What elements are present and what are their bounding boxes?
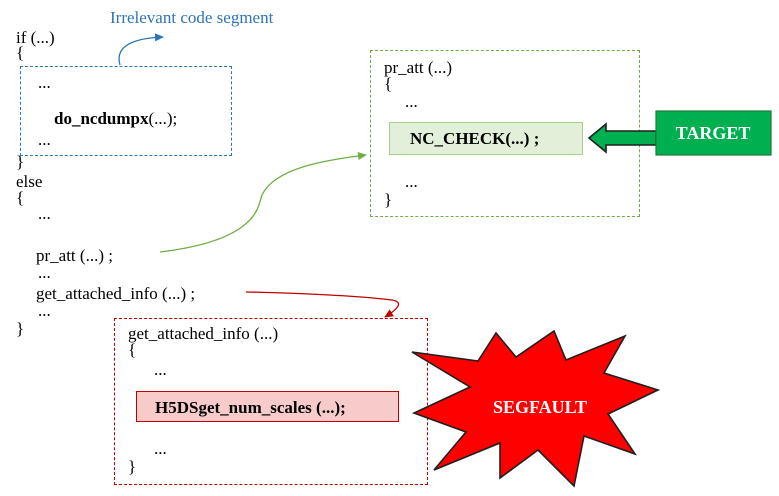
ellipsis-3: ... [38,204,51,223]
get-attached-info-close-brace: } [128,457,137,476]
get-attached-info-call: get_attached_info (...) ; [36,284,196,303]
call-ncdumpx-args: (...); [148,109,178,128]
annotation-label: Irrelevant code segment [110,8,274,27]
close-brace-2: } [16,319,25,338]
call-ncdumpx: do_ncdumpx(...); [54,110,177,127]
close-brace-1: } [16,152,25,171]
crash-statement-box [136,391,399,422]
call-ncdumpx-name: do_ncdumpx [54,109,149,128]
segfault-label-text: SEGFAULT [493,397,587,417]
target-statement-box [389,122,583,155]
else-line: else [16,172,43,191]
annotation-arrow [118,33,164,66]
pr-att-close-brace: } [384,190,393,209]
get-attached-info-call-arrow [245,291,400,318]
target-label-text: TARGET [676,123,751,143]
pr-att-signature: pr_att (...) [384,58,452,77]
get-attached-info-open-brace: { [128,340,137,359]
pr-att-call-arrow [159,151,367,253]
if-line: if (...) [16,28,55,47]
target-arrow [587,122,657,154]
get-attached-info-signature: get_attached_info (...) [128,324,279,343]
ellipsis-2: ... [38,130,51,149]
target-statement: NC_CHECK(...) ; [410,129,540,148]
crash-statement: H5DSget_num_scales (...); [155,398,346,417]
ellipsis-1: ... [38,73,51,92]
pr-att-call: pr_att (...) ; [36,246,113,265]
target-label-box [655,110,772,156]
pr-att-ellipsis-2: ... [405,172,418,191]
ellipsis-5: ... [38,301,51,320]
open-brace-1: { [16,43,25,62]
ellipsis-4: ... [38,263,51,282]
get-attached-info-ellipsis-1: ... [154,360,167,379]
open-brace-2: { [16,188,25,207]
pr-att-open-brace: { [384,74,393,93]
pr-att-ellipsis-1: ... [405,92,418,111]
irrelevant-code-box [20,66,232,156]
get-attached-info-ellipsis-2: ... [154,439,167,458]
get-attached-info-box [114,318,428,485]
segfault-burst [411,329,661,488]
